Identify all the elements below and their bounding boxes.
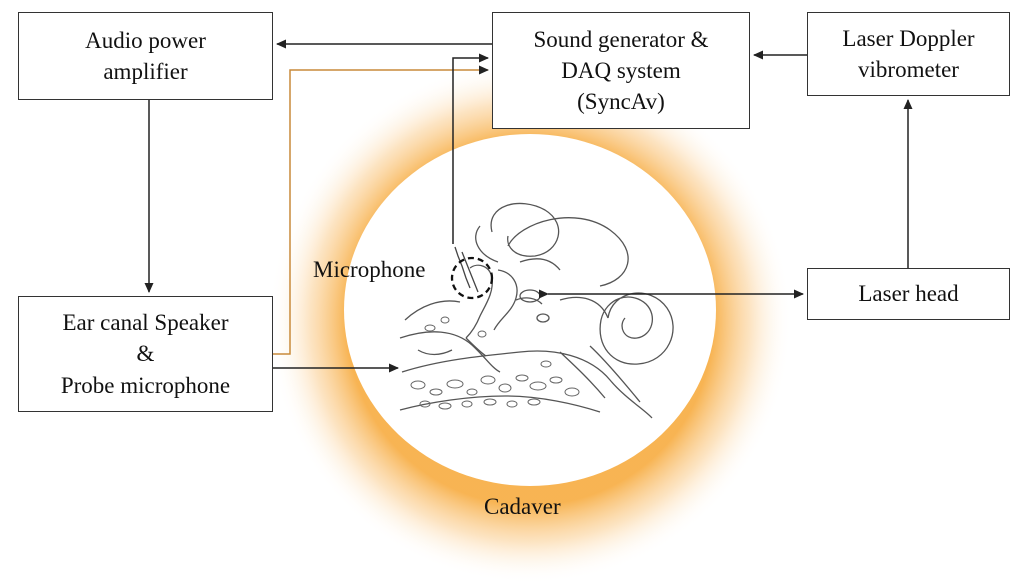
connectors (144, 39, 913, 373)
ear-anatomy-illustration (399, 202, 674, 419)
laser-doppler-vibrometer-box: Laser Doppler vibrometer (807, 12, 1010, 96)
sound-gen-line3: (SyncAv) (577, 89, 665, 115)
sound-generator-box: Sound generator & DAQ system (SyncAv) (492, 12, 750, 129)
ear-canal-line3: Probe microphone (60, 372, 231, 398)
audio-amp-line2: amplifier (103, 59, 188, 84)
microphone-dashed-circle (450, 256, 494, 300)
ear-canal-line2: & (136, 341, 155, 367)
cadaver-disc (344, 134, 716, 486)
sound-gen-line1: Sound generator & (533, 26, 709, 52)
arrow-mic-to-sound (452, 53, 489, 244)
audio-power-amplifier-box: Audio power amplifier (18, 12, 273, 100)
cadaver-label: Cadaver (484, 494, 561, 519)
ldv-line1: Laser Doppler (842, 25, 975, 51)
sound-gen-line2: DAQ system (561, 57, 681, 83)
audio-amp-line1: Audio power (85, 27, 206, 53)
ear-canal-speaker-box: Ear canal Speaker & Probe microphone (18, 296, 273, 412)
bone-texture (410, 316, 580, 410)
arrow-ear-to-sound (273, 65, 489, 355)
laser-head-box: Laser head (807, 268, 1010, 320)
ear-canal-line1: Ear canal Speaker (62, 310, 229, 336)
ldv-line2: vibrometer (858, 57, 959, 82)
laser-head-line1: Laser head (858, 281, 959, 307)
microphone-label: Microphone (313, 257, 426, 282)
microphone-tube (454, 246, 479, 293)
